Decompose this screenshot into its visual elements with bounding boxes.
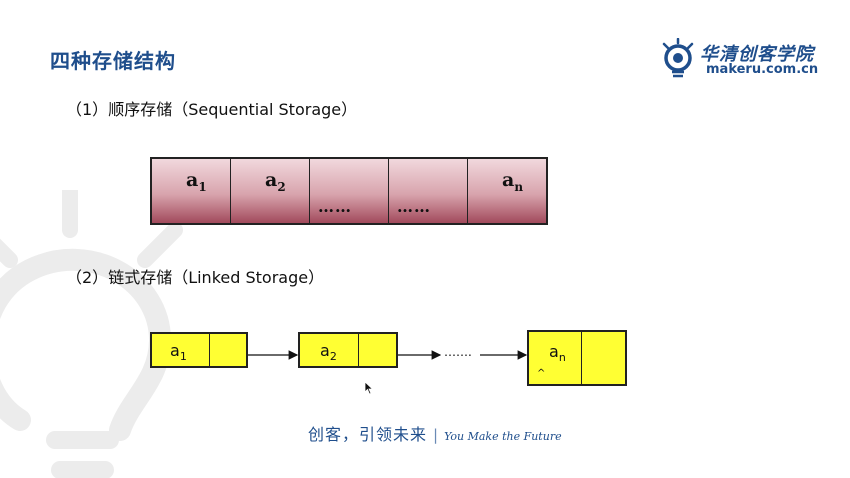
cell-subscript: 1: [198, 180, 207, 194]
brand-logo: 华清创客学院 makeru.com.cn: [660, 38, 830, 82]
lightbulb-watermark-icon: [0, 190, 183, 478]
section-number: （1）: [66, 100, 109, 119]
seq-cell: ……: [389, 159, 468, 223]
sequential-storage-table: a1 a2 …… …… an: [150, 157, 548, 225]
slogan: 创客，引领未来 | You Make the Future: [308, 421, 562, 445]
seq-cell: a1: [152, 159, 231, 223]
seq-cell: a2: [231, 159, 310, 223]
section-sequential-heading: （1）顺序存储（Sequential Storage）: [66, 96, 357, 120]
node-subscript: 1: [179, 350, 187, 363]
section-number: （2）: [66, 268, 109, 287]
cell-subscript: n: [514, 180, 524, 194]
seq-cell: an: [468, 159, 546, 223]
node-pointer-field: [210, 334, 246, 366]
node-value: a: [549, 342, 559, 361]
cell-ellipsis: ……: [397, 197, 431, 216]
logo-brand-text: 华清创客学院: [700, 44, 814, 65]
node-data-field: an ^: [529, 332, 582, 384]
linked-node: an ^: [527, 330, 627, 386]
null-pointer-mark: ^: [537, 368, 546, 379]
cell-value: a: [265, 169, 278, 191]
linked-node: a1: [150, 332, 248, 368]
linked-node: a2: [298, 332, 398, 368]
link-ellipsis: …….: [444, 345, 472, 359]
cell-subscript: 2: [277, 180, 286, 194]
node-subscript: 2: [329, 350, 337, 363]
node-data-field: a1: [152, 334, 210, 366]
slogan-english: You Make the Future: [444, 430, 562, 443]
node-pointer-field: [359, 334, 396, 366]
section-linked-heading: （2）链式存储（Linked Storage）: [66, 264, 324, 288]
section-label: 顺序存储（Sequential Storage）: [108, 100, 358, 119]
section-label: 链式存储（Linked Storage）: [108, 268, 325, 287]
logo-url-text: makeru.com.cn: [706, 62, 819, 77]
node-value: a: [170, 341, 180, 360]
slide-title: 四种存储结构: [50, 49, 176, 73]
cell-value: a: [186, 169, 199, 191]
node-value: a: [320, 341, 330, 360]
seq-cell: ……: [310, 159, 389, 223]
node-data-field: a2: [300, 334, 359, 366]
mouse-cursor-icon: [364, 381, 374, 395]
cell-value: a: [502, 169, 515, 191]
cell-ellipsis: ……: [318, 197, 352, 216]
slogan-chinese: 创客，引领未来: [308, 425, 428, 444]
lightbulb-icon: [662, 38, 694, 78]
slogan-separator: |: [433, 426, 439, 444]
node-pointer-field: [582, 332, 625, 384]
node-subscript: n: [558, 351, 566, 364]
